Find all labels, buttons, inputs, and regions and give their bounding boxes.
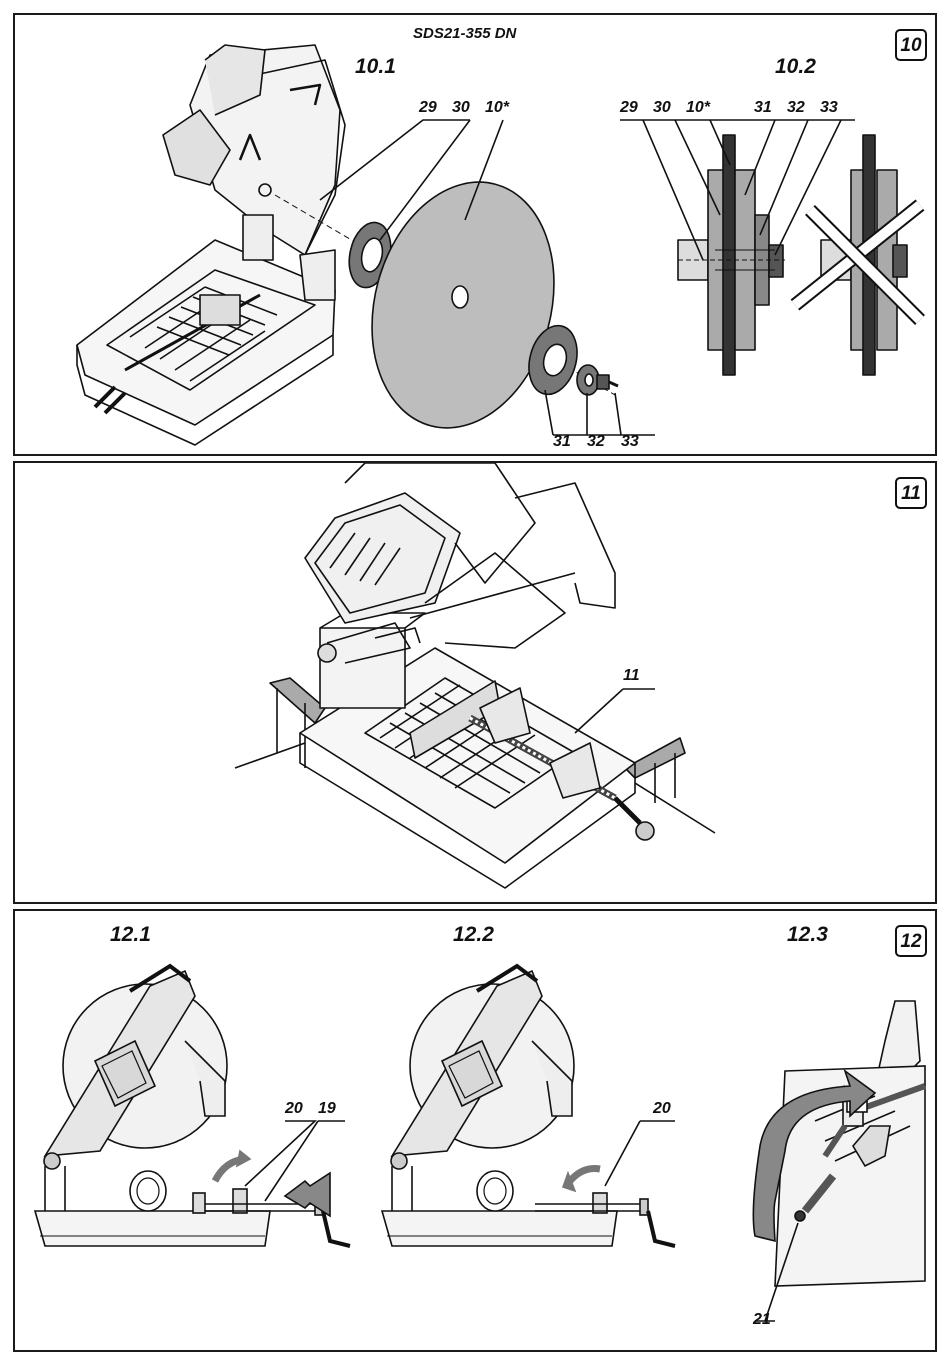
figure-10-panel: SDS21-355 DN 10.1 10.2 10 29 30 10* 31 3… (13, 13, 937, 456)
figure-10-drawing (15, 15, 935, 454)
figure-11-drawing (15, 463, 935, 902)
saw-blade-illustration (346, 161, 581, 448)
figure-11-panel: 11 11 (13, 461, 937, 904)
bolt-illustration (597, 375, 618, 389)
saw-base-illustration (77, 240, 335, 445)
subfigure-12-2-illustration (382, 966, 675, 1246)
flange-section-illustration (678, 135, 785, 375)
incorrect-assembly-illustration (795, 135, 920, 375)
washer-illustration (577, 365, 599, 395)
subfigure-12-1-illustration (35, 966, 350, 1246)
figure-12-panel: 12.1 12.2 12.3 12 20 19 20 21 (13, 909, 937, 1352)
subfigure-12-3-illustration (753, 1001, 925, 1321)
figure-12-drawing (15, 911, 935, 1350)
